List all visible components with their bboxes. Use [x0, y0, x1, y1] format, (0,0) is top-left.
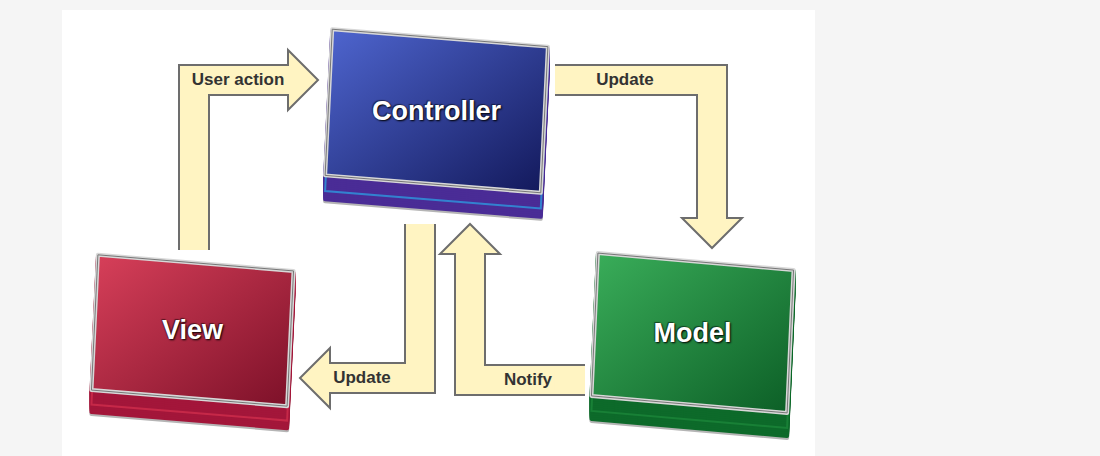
arrow-label: Update — [330, 368, 394, 388]
mvc-box: Controller — [318, 24, 555, 224]
arrow-label-holder: Update — [593, 70, 657, 90]
arrow-label-holder: Update — [330, 368, 394, 388]
block-arrow — [440, 224, 585, 380]
arrow-label: User action — [189, 70, 288, 90]
box-title: Controller — [372, 96, 501, 127]
box-title: Model — [654, 318, 732, 349]
mvc-box: View — [85, 250, 300, 435]
block-arrow — [555, 80, 742, 248]
arrow-label: Update — [593, 70, 657, 90]
mvc-box: Model — [585, 248, 800, 443]
box-title: View — [162, 315, 223, 346]
arrow-label: Notify — [501, 370, 555, 390]
arrow-label-holder: User action — [189, 70, 288, 90]
block-arrow — [300, 224, 420, 408]
white-panel — [62, 10, 815, 456]
arrow-label-holder: Notify — [501, 370, 555, 390]
